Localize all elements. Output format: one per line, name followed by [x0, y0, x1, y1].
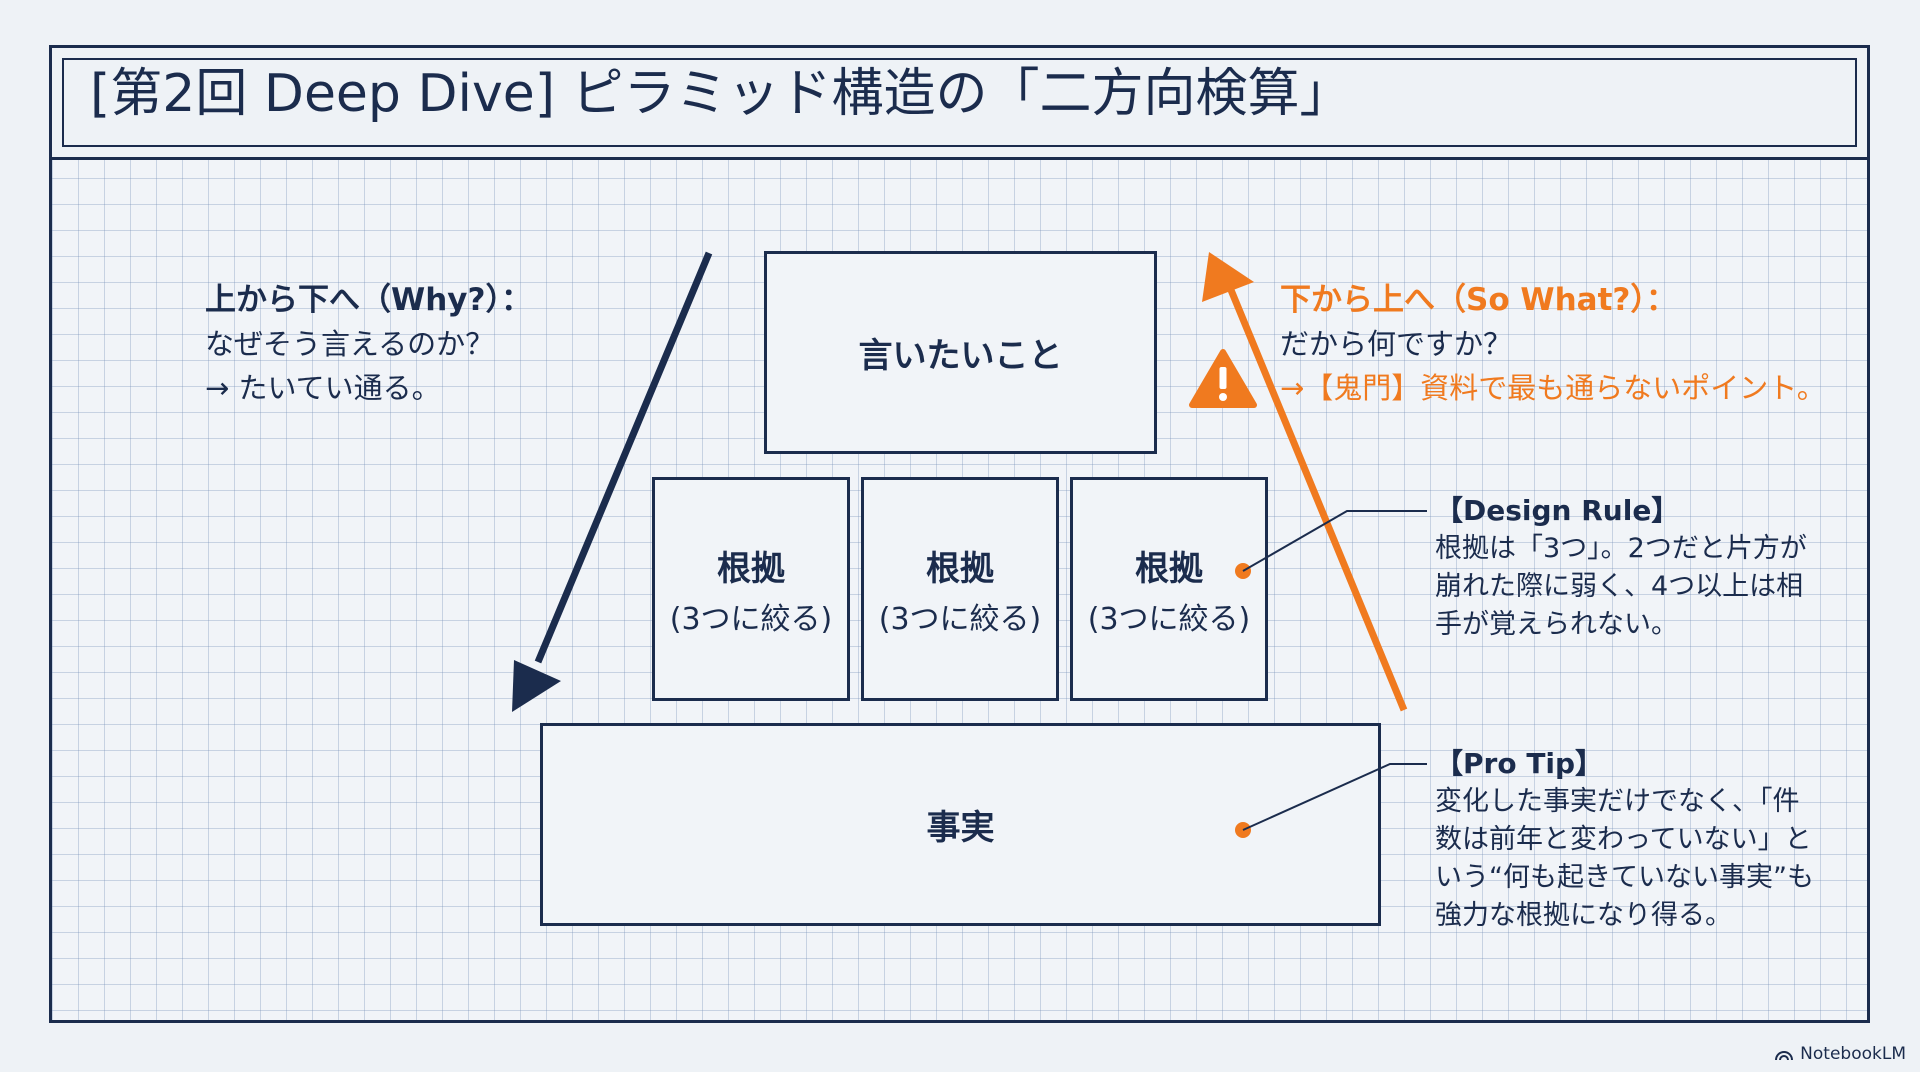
pyramid-reason-box-1: 根拠 (3つに絞る): [652, 477, 850, 701]
reason-sublabel: (3つに絞る): [878, 601, 1042, 637]
pyramid-reason-box-2: 根拠 (3つに絞る): [861, 477, 1059, 701]
pro-tip-line: 数は前年と変わっていない」と: [1435, 824, 1812, 855]
warning-icon: [1189, 349, 1257, 408]
bottom-up-warning-line: →【鬼門】資料で最も通らないポイント。: [1280, 371, 1826, 405]
brand-name: NotebookLM: [1800, 1044, 1906, 1064]
design-rule-leader: [1235, 510, 1427, 579]
pro-tip-line: 変化した事実だけでなく、「件: [1435, 786, 1800, 817]
design-rule-heading: 【Design Rule】: [1435, 494, 1680, 527]
title-inner-border: [62, 58, 1857, 147]
reason-sublabel: (3つに絞る): [1087, 601, 1251, 637]
reason-label: 根拠: [717, 548, 785, 589]
pyramid-top-label: 言いたいこと: [858, 336, 1063, 376]
pro-tip-leader: [1235, 763, 1427, 838]
design-rule-note: 【Design Rule】 根拠は「3つ」。2つだと片方が 崩れた際に弱く、4つ…: [1435, 492, 1807, 644]
bottom-up-line: だから何ですか？: [1280, 327, 1513, 361]
reason-label: 根拠: [926, 548, 994, 589]
reason-sublabel: (3つに絞る): [669, 601, 833, 637]
pro-tip-line: いう“何も起きていない事実”も: [1435, 862, 1814, 893]
title-bar: [第2回 Deep Dive] ピラミッド構造の「二方向検算」: [52, 48, 1867, 160]
pyramid-reason-box-3: 根拠 (3つに絞る): [1070, 477, 1268, 701]
top-down-line: なぜそう言えるのか？: [205, 327, 495, 361]
top-down-note: 上から下へ（Why?）： なぜそう言えるのか？ → たいてい通る。: [205, 278, 532, 410]
brand-watermark: NotebookLM: [1774, 1044, 1906, 1064]
bottom-up-heading: 下から上へ（So What?）：: [1280, 282, 1677, 318]
notebooklm-logo-icon: [1775, 1051, 1794, 1061]
top-down-heading: 上から下へ（Why?）：: [205, 282, 532, 318]
reason-label: 根拠: [1135, 548, 1203, 589]
pyramid-top-box: 言いたいこと: [764, 251, 1157, 454]
top-down-line: → たいてい通る。: [205, 371, 441, 405]
pro-tip-note: 【Pro Tip】 変化した事実だけでなく、「件 数は前年と変わっていない」と …: [1435, 745, 1814, 935]
design-rule-line: 手が覚えられない。: [1435, 609, 1678, 640]
design-rule-line: 根拠は「3つ」。2つだと片方が: [1435, 533, 1807, 564]
bottom-up-arrow: [1202, 252, 1408, 712]
bottom-up-note: 下から上へ（So What?）： だから何ですか？ →【鬼門】資料で最も通らない…: [1280, 278, 1826, 410]
page-title: [第2回 Deep Dive] ピラミッド構造の「二方向検算」: [90, 64, 1352, 124]
pro-tip-heading: 【Pro Tip】: [1435, 747, 1604, 780]
design-rule-line: 崩れた際に弱く、4つ以上は相: [1435, 571, 1804, 602]
pro-tip-line: 強力な根拠になり得る。: [1435, 900, 1732, 931]
top-down-arrow: [512, 251, 713, 712]
pyramid-fact-label: 事実: [926, 808, 995, 848]
